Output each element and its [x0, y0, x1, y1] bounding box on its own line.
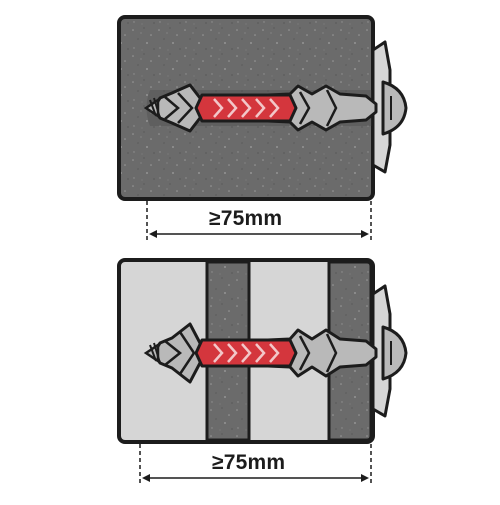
- wall-plug-icon: [143, 322, 378, 384]
- hollow-wall-drawing: [117, 258, 408, 486]
- diagram-solid-wall: ≥75mm: [0, 0, 500, 250]
- wall-plug-icon: [143, 83, 378, 133]
- embedment-depth-label: ≥75mm: [212, 451, 286, 474]
- diagram-hollow-wall: ≥75mm: [0, 250, 500, 500]
- solid-wall-drawing: [117, 15, 408, 240]
- red-core: [194, 338, 298, 368]
- screw-head-icon: [381, 80, 408, 136]
- embedment-depth-label: ≥75mm: [209, 207, 283, 230]
- embedment-dimension: [139, 444, 372, 486]
- screw-head-icon: [381, 325, 408, 381]
- red-core: [194, 93, 298, 123]
- embedment-dimension: [146, 201, 372, 240]
